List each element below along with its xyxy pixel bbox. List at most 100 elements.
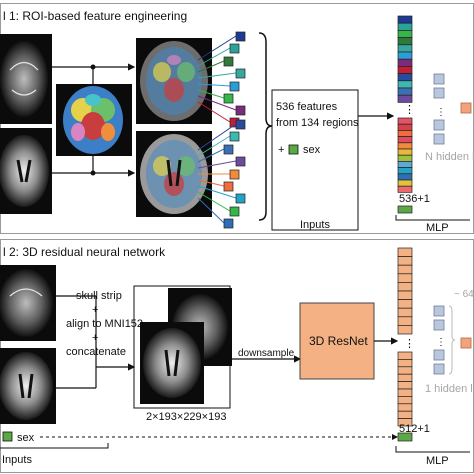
column-cell bbox=[397, 161, 413, 168]
hidden-node bbox=[433, 305, 445, 317]
column-cell bbox=[397, 154, 413, 162]
roi-link bbox=[197, 89, 225, 99]
column-cell bbox=[397, 299, 413, 309]
features-box bbox=[271, 89, 359, 231]
roi-feature-square bbox=[229, 81, 240, 92]
column-cell bbox=[397, 58, 413, 67]
column-cell bbox=[397, 359, 413, 368]
roi-feature-square bbox=[229, 206, 240, 217]
roi-feature-square bbox=[229, 169, 240, 180]
roi-feature-square bbox=[235, 68, 246, 79]
roi-link bbox=[197, 101, 231, 123]
column-cell bbox=[397, 418, 413, 427]
column-cell bbox=[397, 80, 413, 89]
column-cell bbox=[397, 51, 413, 60]
column-dots-1: ⋮ bbox=[404, 104, 415, 116]
mlp-bracket-2 bbox=[395, 446, 470, 453]
hidden-dots-1: ⋮ bbox=[436, 107, 446, 118]
column-cell bbox=[397, 30, 413, 38]
hidden-node bbox=[433, 363, 445, 375]
column-cell bbox=[397, 403, 413, 412]
column-cell bbox=[397, 247, 413, 257]
roi-feature-square bbox=[223, 218, 234, 229]
step-align: align to MNI152 bbox=[66, 318, 143, 330]
hidden-node bbox=[433, 319, 445, 331]
panel-1-title: l 1: ROI-based feature engineering bbox=[3, 9, 187, 23]
mlp-input-column-2 bbox=[397, 247, 413, 442]
column-cell bbox=[397, 136, 413, 144]
hidden-node bbox=[433, 87, 445, 99]
sex-label-2: sex bbox=[17, 432, 35, 444]
roi-feature-square bbox=[223, 56, 234, 67]
panel-2: l 2: 3D residual neural network skull st… bbox=[0, 239, 474, 473]
input-count-2: 512+1 bbox=[399, 423, 430, 435]
column-cell bbox=[397, 87, 413, 96]
downsample-label: downsample bbox=[238, 348, 295, 359]
column-cell bbox=[397, 15, 413, 24]
column-cell bbox=[397, 307, 413, 318]
sex-square-1 bbox=[288, 144, 299, 155]
sex-label-1: sex bbox=[303, 144, 321, 156]
roi-link bbox=[197, 123, 237, 151]
roi-link bbox=[197, 191, 231, 212]
roi-link bbox=[197, 60, 225, 73]
roi-link bbox=[197, 179, 225, 187]
panel-1: l 1: ROI-based feature engineering bbox=[0, 3, 474, 234]
roi-link bbox=[197, 35, 237, 61]
roi-feature-square bbox=[223, 181, 234, 192]
roi-link bbox=[197, 185, 237, 199]
input-scan-md-brain bbox=[0, 135, 49, 207]
mlp-label-1: MLP bbox=[426, 222, 449, 234]
input-count-1: 536+1 bbox=[399, 193, 430, 205]
step-plus-1: + bbox=[92, 304, 98, 316]
hidden-node bbox=[433, 133, 445, 145]
column-cell bbox=[397, 66, 413, 74]
roi-link bbox=[197, 160, 237, 169]
roi-feature-square bbox=[223, 93, 234, 104]
column-cell bbox=[397, 351, 413, 360]
features-regions-text: from 134 regions bbox=[276, 117, 359, 129]
features-brace bbox=[258, 32, 273, 221]
roi-feature-square bbox=[235, 105, 246, 116]
hidden-node bbox=[433, 73, 445, 85]
roi-feature-squares bbox=[197, 31, 246, 229]
column-cell bbox=[397, 410, 413, 419]
resnet-label: 3D ResNet bbox=[309, 334, 368, 348]
column-cell bbox=[397, 388, 413, 397]
roi-feature-square bbox=[235, 156, 246, 167]
mlp-label-2: MLP bbox=[426, 455, 449, 467]
column-cell bbox=[397, 290, 413, 300]
inputs-label-1: Inputs bbox=[300, 219, 330, 231]
column-cell bbox=[397, 123, 413, 131]
input-scan-fa-brain bbox=[0, 41, 48, 117]
hidden-count-2: ~ 64 bbox=[454, 289, 474, 300]
roi-link bbox=[197, 83, 231, 87]
volume-dimensions: 2×193×229×193 bbox=[146, 411, 226, 423]
hidden-node bbox=[433, 119, 445, 131]
mlp-input-column-1 bbox=[397, 15, 413, 214]
column-cell bbox=[397, 264, 413, 275]
column-cell bbox=[397, 256, 413, 266]
column-cell bbox=[397, 148, 413, 156]
column-cell bbox=[397, 366, 413, 375]
roi-link bbox=[197, 95, 237, 111]
column-cell bbox=[397, 22, 413, 31]
column-cell bbox=[397, 37, 413, 46]
hidden-node bbox=[433, 349, 445, 361]
column-dots-2: ⋮ bbox=[404, 338, 415, 350]
inputs-label-2: Inputs bbox=[2, 454, 32, 466]
roi-link bbox=[197, 47, 231, 67]
sex-square-2 bbox=[2, 431, 13, 442]
roi-feature-square bbox=[229, 131, 240, 142]
column-cell bbox=[397, 117, 413, 125]
features-plus: + bbox=[278, 144, 284, 156]
column-cell bbox=[397, 142, 413, 150]
column-cell bbox=[397, 185, 413, 193]
roi-feature-square bbox=[229, 43, 240, 54]
column-cell bbox=[397, 273, 413, 283]
column-cell bbox=[397, 381, 413, 390]
column-cell bbox=[397, 396, 413, 405]
column-cell bbox=[397, 373, 413, 382]
step-skull-strip: skull strip bbox=[76, 290, 122, 302]
